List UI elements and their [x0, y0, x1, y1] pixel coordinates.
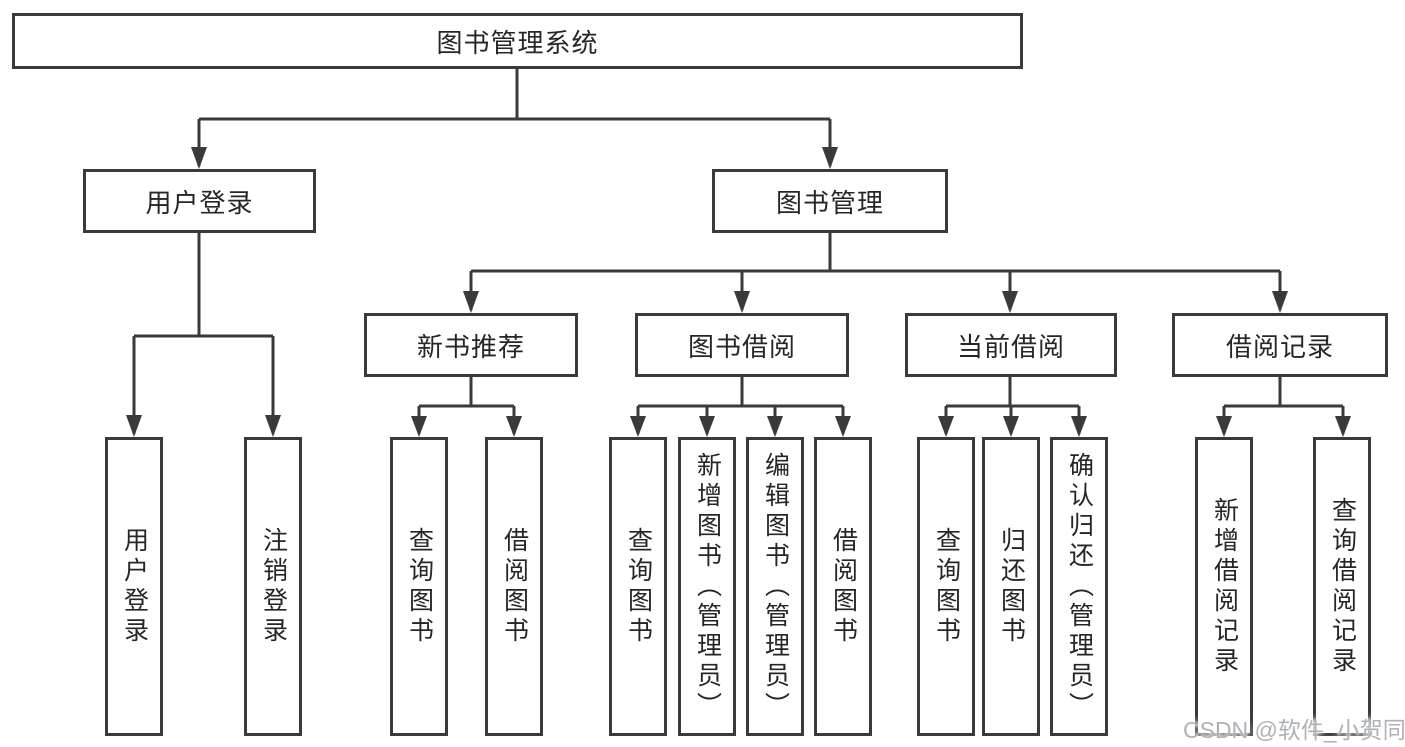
arrow-down-icon — [1335, 416, 1351, 437]
leaf-query-book-1-label: 查询图书 — [405, 526, 434, 647]
arrow-down-icon — [938, 416, 954, 437]
arrow-down-icon — [463, 291, 479, 313]
node-book-mgmt-label: 图书管理 — [775, 187, 884, 218]
node-book-borrow: 图书借阅 — [635, 313, 849, 377]
arrow-down-icon — [1002, 291, 1018, 313]
connector-book-mgmt — [463, 233, 1288, 313]
leaf-confirm-return-label: 确认归还（管理员） — [1065, 451, 1094, 722]
leaf-query-book-3: 查询图书 — [917, 437, 975, 736]
leaf-query-book-2: 查询图书 — [609, 437, 667, 736]
arrow-down-icon — [191, 147, 207, 169]
arrow-down-icon — [699, 416, 715, 437]
leaf-borrow-book-2-label: 借阅图书 — [829, 526, 858, 647]
leaf-confirm-return: 确认归还（管理员） — [1050, 437, 1108, 736]
leaf-add-record: 新增借阅记录 — [1195, 437, 1253, 736]
leaf-add-record-label: 新增借阅记录 — [1210, 496, 1239, 677]
node-current-borrow-label: 当前借阅 — [956, 331, 1065, 362]
arrow-down-icon — [411, 416, 427, 437]
arrow-down-icon — [630, 416, 646, 437]
connector-new-book-rec — [411, 377, 522, 437]
leaf-user-login-label: 用户登录 — [120, 526, 149, 647]
leaf-borrow-book-1: 借阅图书 — [485, 437, 543, 736]
leaf-logout: 注销登录 — [244, 437, 302, 736]
connector-book-borrow — [630, 377, 851, 437]
leaf-borrow-book-2: 借阅图书 — [814, 437, 872, 736]
arrow-down-icon — [1216, 416, 1232, 437]
node-borrow-records-label: 借阅记录 — [1225, 331, 1334, 362]
leaf-query-record: 查询借阅记录 — [1313, 437, 1371, 736]
arrow-down-icon — [734, 291, 750, 313]
node-root-label: 图书管理系统 — [436, 27, 599, 58]
leaf-query-book-2-label: 查询图书 — [624, 526, 653, 647]
leaf-query-record-label: 查询借阅记录 — [1328, 496, 1357, 677]
connector-borrow-records — [1216, 377, 1351, 437]
node-current-borrow: 当前借阅 — [905, 313, 1117, 377]
leaf-logout-label: 注销登录 — [259, 526, 288, 647]
node-root: 图书管理系统 — [12, 13, 1023, 69]
leaf-user-login: 用户登录 — [105, 437, 163, 736]
leaf-edit-book-label: 编辑图书（管理员） — [761, 451, 790, 722]
node-borrow-records: 借阅记录 — [1172, 313, 1388, 377]
arrow-down-icon — [265, 415, 281, 437]
connector-user-login — [126, 233, 281, 437]
leaf-query-book-3-label: 查询图书 — [932, 526, 961, 647]
node-user-login-label: 用户登录 — [145, 187, 254, 218]
csdn-watermark: CSDN @软件_小贺同学 — [1183, 717, 1405, 743]
leaf-edit-book: 编辑图书（管理员） — [746, 437, 804, 736]
node-book-mgmt: 图书管理 — [712, 169, 948, 233]
arrow-down-icon — [767, 416, 783, 437]
leaf-query-book-1: 查询图书 — [390, 437, 448, 736]
leaf-return-book: 归还图书 — [982, 437, 1040, 736]
node-new-book-rec: 新书推荐 — [364, 313, 578, 377]
arrow-down-icon — [835, 416, 851, 437]
arrow-down-icon — [126, 415, 142, 437]
arrow-down-icon — [1272, 291, 1288, 313]
arrow-down-icon — [1003, 416, 1019, 437]
leaf-add-book-label: 新增图书（管理员） — [693, 451, 722, 722]
arrow-down-icon — [822, 147, 838, 169]
leaf-add-book: 新增图书（管理员） — [678, 437, 736, 736]
node-book-borrow-label: 图书借阅 — [687, 331, 796, 362]
node-user-login: 用户登录 — [83, 169, 316, 233]
arrow-down-icon — [506, 416, 522, 437]
connector-root — [191, 69, 838, 169]
leaf-borrow-book-1-label: 借阅图书 — [500, 526, 529, 647]
node-new-book-rec-label: 新书推荐 — [416, 331, 525, 362]
arrow-down-icon — [1071, 416, 1087, 437]
connector-current-borrow — [938, 377, 1087, 437]
leaf-return-book-label: 归还图书 — [997, 526, 1026, 647]
